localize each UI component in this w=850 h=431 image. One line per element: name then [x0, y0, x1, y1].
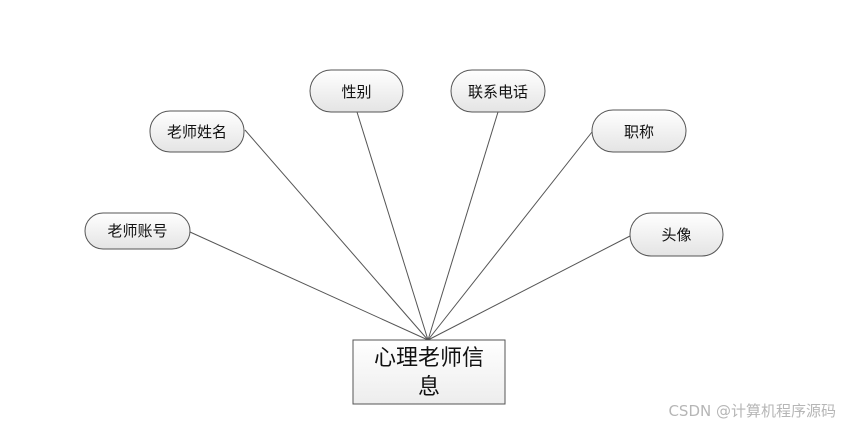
watermark: CSDN @计算机程序源码 — [668, 402, 836, 420]
attribute-teacher-name: 老师姓名 — [149, 110, 245, 153]
entity-box — [352, 339, 506, 405]
attribute-teacher-account: 老师账号 — [84, 212, 191, 250]
attribute-label: 头像 — [661, 226, 691, 244]
attribute-gender: 性别 — [309, 69, 404, 113]
connector-title — [427, 131, 593, 341]
connector-phone — [427, 111, 499, 341]
connector-gender — [356, 111, 429, 341]
connector-teacher-account — [189, 231, 429, 341]
attribute-label: 联系电话 — [468, 83, 528, 101]
attribute-node-shape — [309, 69, 404, 113]
connector-teacher-name — [244, 129, 429, 341]
attribute-node-shape — [629, 212, 724, 257]
entity-label-line2: 息 — [418, 375, 440, 400]
connector-lines — [189, 111, 631, 341]
connector-avatar — [427, 235, 631, 341]
attribute-avatar: 头像 — [629, 212, 724, 257]
attribute-label: 性别 — [341, 83, 371, 101]
attribute-node-shape — [149, 110, 245, 153]
attribute-label: 老师姓名 — [167, 123, 227, 141]
attribute-node-shape — [591, 109, 687, 153]
attribute-label: 职称 — [624, 123, 654, 141]
attribute-node-shape — [84, 212, 191, 250]
attribute-title: 职称 — [591, 109, 687, 153]
attribute-node-shape — [450, 69, 546, 113]
entity-label-line1: 心理老师信 — [374, 346, 484, 371]
attribute-phone: 联系电话 — [450, 69, 546, 113]
entity-psych-teacher-info: 心理老师信 息 — [352, 339, 506, 405]
attribute-label: 老师账号 — [107, 222, 167, 240]
